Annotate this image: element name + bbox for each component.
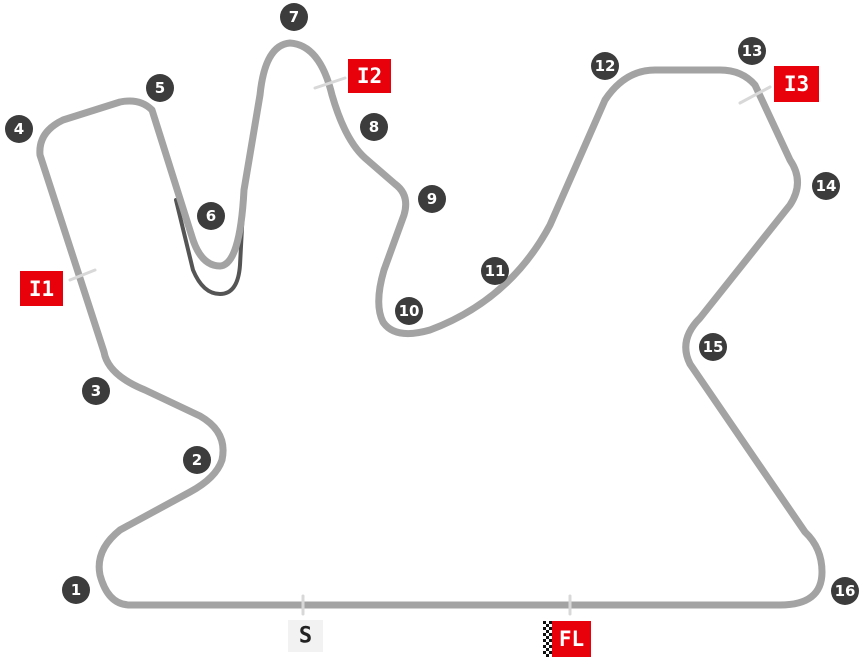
turn-label-11: 11 — [485, 262, 506, 280]
turn-marker-3: 3 — [82, 377, 110, 405]
turn-label-12: 12 — [595, 57, 616, 75]
intermediate-marker-1: I1 — [20, 271, 63, 306]
turn-label-10: 10 — [399, 302, 420, 320]
turn-marker-16: 16 — [831, 577, 859, 605]
turn-marker-9: 9 — [418, 185, 446, 213]
turn-label-5: 5 — [155, 79, 165, 97]
intermediate-2-line — [313, 76, 347, 90]
turn-label-1: 1 — [71, 581, 81, 599]
checkered-flag-icon — [543, 621, 552, 657]
turn-marker-8: 8 — [360, 113, 388, 141]
turn-label-9: 9 — [427, 190, 437, 208]
start-label: S — [299, 624, 312, 649]
turn-label-4: 4 — [14, 120, 24, 138]
turn-label-8: 8 — [369, 118, 379, 136]
finish-line-label: FL — [559, 627, 584, 651]
pit-lane — [174, 188, 246, 297]
turn-marker-13: 13 — [738, 37, 766, 65]
track-outline — [36, 39, 826, 609]
turn-marker-1: 1 — [62, 576, 90, 604]
turn-marker-14: 14 — [812, 172, 840, 200]
turn-marker-11: 11 — [481, 257, 509, 285]
turn-label-3: 3 — [91, 382, 101, 400]
finish-line-marker: FL — [543, 621, 591, 657]
turn-label-6: 6 — [206, 207, 216, 225]
turn-label-14: 14 — [816, 177, 837, 195]
intermediate-label-1: I1 — [29, 277, 54, 301]
intermediate-label-2: I2 — [357, 64, 382, 88]
turn-marker-10: 10 — [395, 297, 423, 325]
turn-marker-5: 5 — [146, 74, 174, 102]
turn-marker-6: 6 — [197, 202, 225, 230]
turn-label-2: 2 — [192, 451, 202, 469]
turn-marker-4: 4 — [5, 115, 33, 143]
intermediate-marker-2: I2 — [348, 59, 391, 93]
turn-label-15: 15 — [703, 338, 724, 356]
start-marker: S — [288, 620, 323, 652]
intermediate-1-line — [68, 268, 97, 282]
turn-label-16: 16 — [835, 582, 856, 600]
turn-label-7: 7 — [289, 8, 299, 26]
turn-marker-7: 7 — [280, 3, 308, 31]
intermediate-3-line — [738, 85, 772, 105]
intermediate-marker-3: I3 — [774, 66, 819, 102]
turn-label-13: 13 — [742, 42, 763, 60]
turn-marker-2: 2 — [183, 446, 211, 474]
turn-marker-15: 15 — [699, 333, 727, 361]
turn-marker-12: 12 — [591, 52, 619, 80]
intermediate-label-3: I3 — [784, 72, 809, 96]
